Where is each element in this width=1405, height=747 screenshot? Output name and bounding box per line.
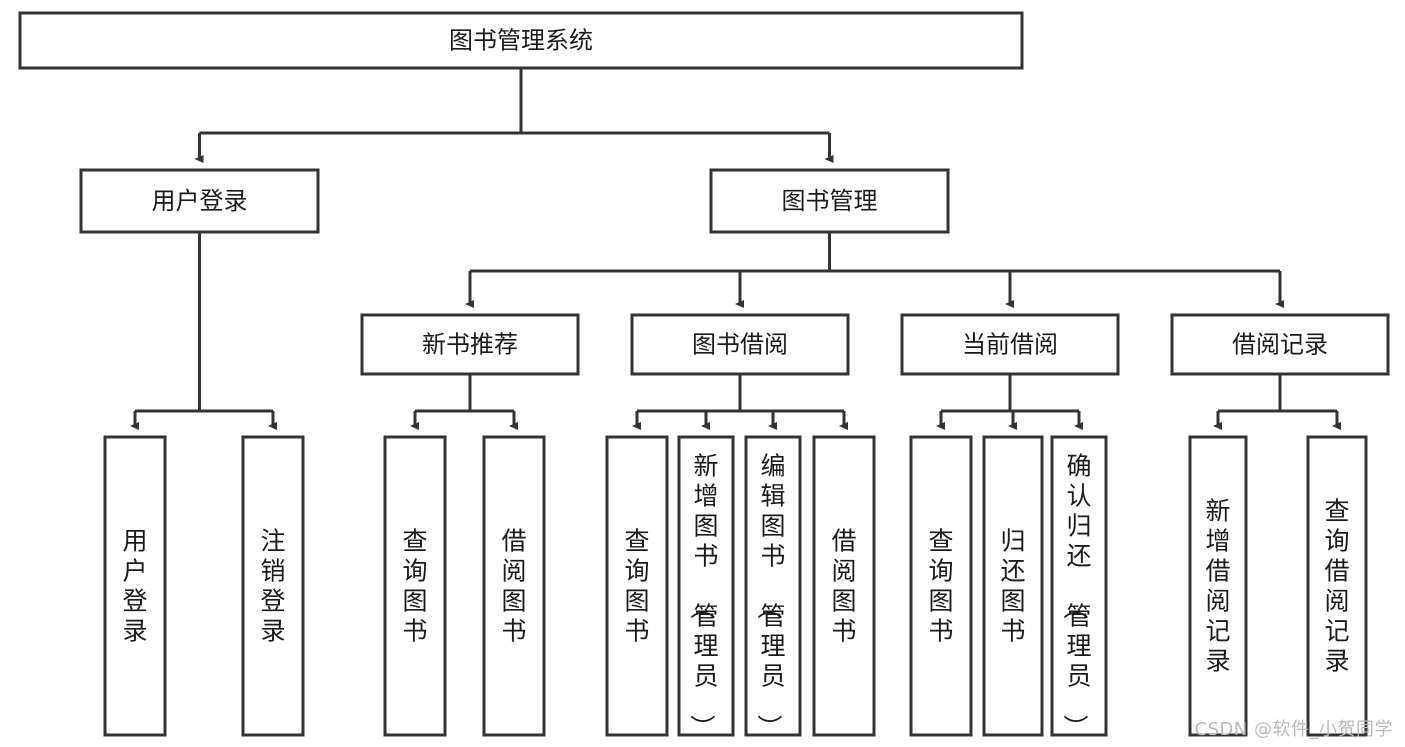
node-leaf-borrow-book-1-box[interactable] [482, 435, 546, 737]
node-leaf-query-book-3-label: 查询图书 [928, 526, 953, 645]
node-leaf-add-borrow-record[interactable]: 新增借阅记录 [1188, 435, 1248, 737]
node-new-book-recommend[interactable]: 新书推荐 [360, 313, 580, 376]
node-book-borrow-box[interactable] [630, 313, 850, 376]
node-leaf-query-borrow-record-box[interactable] [1306, 435, 1368, 737]
node-leaf-add-book-label: 新增图书（管理员） [687, 451, 718, 739]
node-borrow-record-box[interactable] [1170, 313, 1390, 376]
node-leaf-user-login[interactable]: 用户登录 [103, 435, 167, 737]
node-leaf-user-login-label: 用户登录 [122, 526, 147, 645]
node-leaf-query-borrow-record-label: 查询借阅记录 [1324, 496, 1349, 675]
edges-layer [130, 68, 1341, 430]
node-leaf-confirm-return[interactable]: 确认归还（管理员） [1050, 435, 1108, 739]
node-book-borrow[interactable]: 图书借阅 [630, 313, 850, 376]
node-leaf-borrow-book-2-label: 借阅图书 [831, 526, 856, 645]
node-leaf-user-logout-label: 注销登录 [260, 526, 285, 645]
nodes-layer: 图书管理系统用户登录图书管理新书推荐图书借阅当前借阅借阅记录用户登录注销登录查询… [18, 11, 1390, 739]
node-leaf-query-book-3-box[interactable] [909, 435, 973, 737]
node-user-login-label: 用户登录 [152, 187, 248, 215]
node-current-borrow-box[interactable] [900, 313, 1120, 376]
node-book-manage-label: 图书管理 [782, 187, 878, 215]
node-leaf-query-borrow-record[interactable]: 查询借阅记录 [1306, 435, 1368, 737]
node-new-book-recommend-label: 新书推荐 [422, 331, 518, 359]
node-leaf-edit-book-box[interactable] [744, 435, 802, 737]
node-book-borrow-label: 图书借阅 [692, 331, 788, 359]
node-leaf-add-book[interactable]: 新增图书（管理员） [677, 435, 735, 739]
node-leaf-confirm-return-label: 确认归还（管理员） [1060, 451, 1091, 739]
node-leaf-borrow-book-1[interactable]: 借阅图书 [482, 435, 546, 737]
node-current-borrow-label: 当前借阅 [962, 331, 1058, 359]
node-root-box[interactable] [18, 11, 1024, 70]
node-leaf-edit-book-label: 编辑图书（管理员） [754, 451, 785, 739]
node-book-manage-box[interactable] [709, 168, 950, 234]
node-user-login[interactable]: 用户登录 [79, 168, 320, 234]
node-leaf-query-book-3[interactable]: 查询图书 [909, 435, 973, 737]
node-borrow-record-label: 借阅记录 [1232, 331, 1328, 359]
node-borrow-record[interactable]: 借阅记录 [1170, 313, 1390, 376]
node-leaf-confirm-return-box[interactable] [1050, 435, 1108, 737]
node-leaf-return-book-box[interactable] [982, 435, 1044, 737]
node-root-label: 图书管理系统 [449, 27, 593, 55]
watermark-text: CSDN @软件_小贺同学 [1194, 719, 1393, 740]
node-leaf-query-book-1-label: 查询图书 [402, 526, 427, 645]
node-new-book-recommend-box[interactable] [360, 313, 580, 376]
node-leaf-borrow-book-2-box[interactable] [812, 435, 876, 737]
node-leaf-query-book-2[interactable]: 查询图书 [605, 435, 669, 737]
node-leaf-user-login-box[interactable] [103, 435, 167, 737]
node-leaf-query-book-1[interactable]: 查询图书 [383, 435, 447, 737]
node-user-login-box[interactable] [79, 168, 320, 234]
node-leaf-query-book-2-label: 查询图书 [624, 526, 649, 645]
node-current-borrow[interactable]: 当前借阅 [900, 313, 1120, 376]
node-leaf-borrow-book-1-label: 借阅图书 [501, 526, 526, 645]
node-leaf-add-borrow-record-label: 新增借阅记录 [1205, 496, 1230, 675]
node-root[interactable]: 图书管理系统 [18, 11, 1024, 70]
node-leaf-edit-book[interactable]: 编辑图书（管理员） [744, 435, 802, 739]
node-leaf-user-logout-box[interactable] [241, 435, 305, 737]
node-leaf-add-book-box[interactable] [677, 435, 735, 737]
node-leaf-borrow-book-2[interactable]: 借阅图书 [812, 435, 876, 737]
node-book-manage[interactable]: 图书管理 [709, 168, 950, 234]
node-leaf-query-book-2-box[interactable] [605, 435, 669, 737]
node-leaf-user-logout[interactable]: 注销登录 [241, 435, 305, 737]
node-leaf-query-book-1-box[interactable] [383, 435, 447, 737]
node-leaf-add-borrow-record-box[interactable] [1188, 435, 1248, 737]
node-leaf-return-book[interactable]: 归还图书 [982, 435, 1044, 737]
node-leaf-return-book-label: 归还图书 [1000, 526, 1025, 645]
